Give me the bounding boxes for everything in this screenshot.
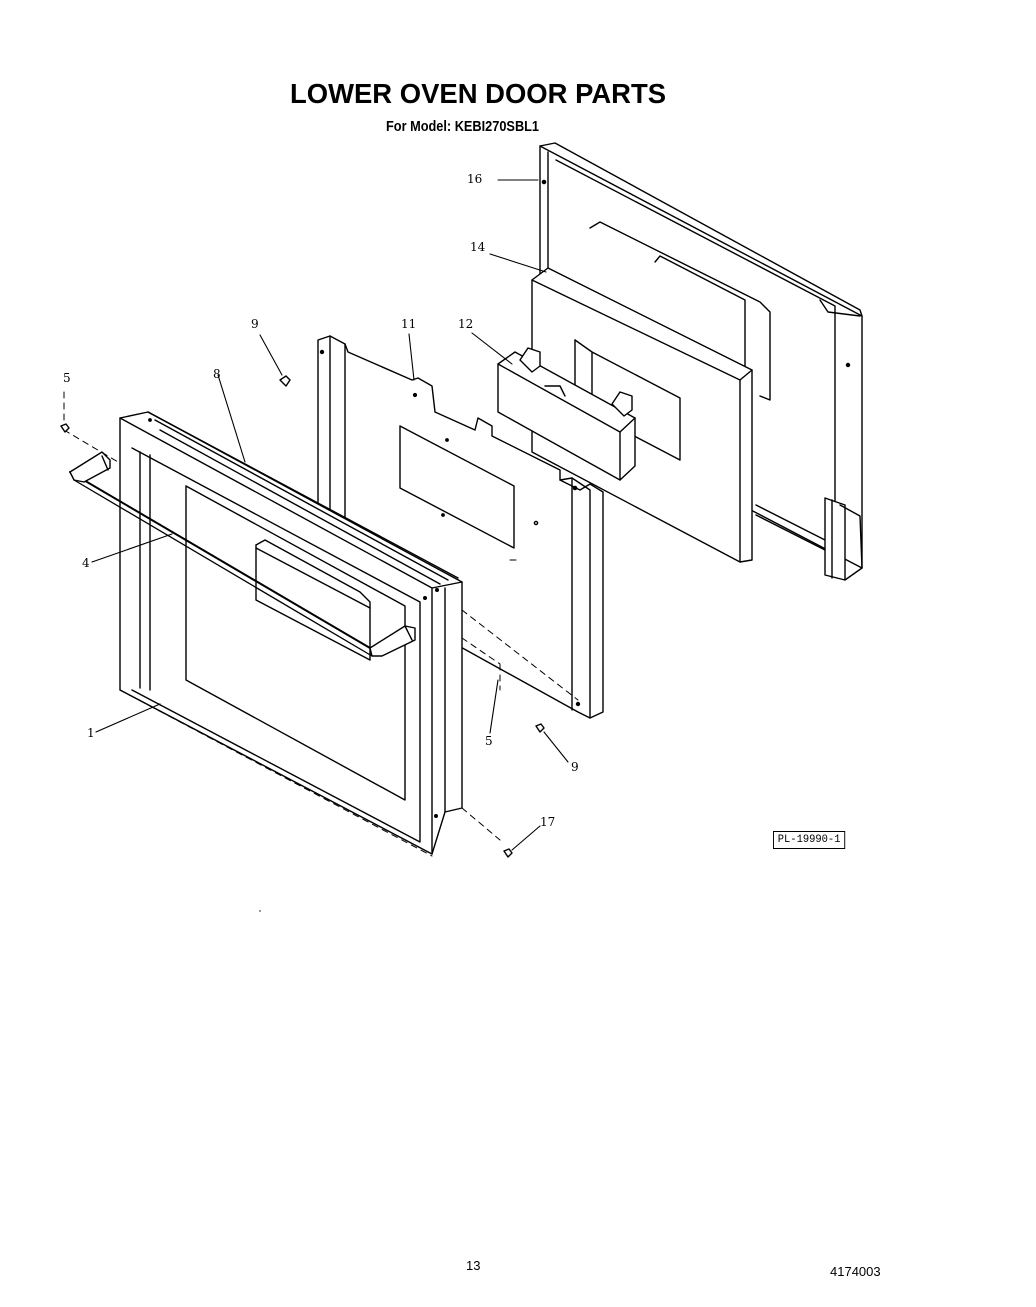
callout-5-left: 5 — [63, 371, 71, 385]
screw-9-lower — [536, 724, 544, 732]
part-1-front-outer-door — [120, 412, 462, 854]
callout-1: 1 — [87, 726, 95, 740]
callout-11: 11 — [401, 317, 417, 331]
page-title: LOWER OVEN DOOR PARTS — [290, 78, 667, 109]
callout-8: 8 — [213, 367, 221, 381]
screw-5-left — [61, 424, 69, 432]
leader-lines — [92, 180, 568, 850]
model-subtitle: For Model: KEBI270SBL1 — [386, 118, 540, 135]
page-number: 13 — [466, 1258, 481, 1273]
assembly-dashed-paths — [64, 392, 578, 856]
callout-4: 4 — [82, 556, 90, 570]
callout-5-right: 5 — [485, 734, 493, 748]
callout-9-lower: 9 — [571, 760, 579, 774]
callout-9-upper: 9 — [251, 317, 259, 331]
part-12-bracket-baffle — [498, 348, 635, 480]
screw-9-upper — [280, 376, 290, 386]
part-4-door-handle — [70, 452, 415, 656]
screw-17 — [504, 849, 512, 857]
callout-12: 12 — [458, 317, 474, 331]
plate-number-label: PL-19990-1 — [773, 831, 846, 849]
callout-17: 17 — [540, 815, 556, 829]
callout-16: 16 — [467, 172, 483, 186]
fasteners — [61, 376, 544, 857]
document-number: 4174003 — [830, 1264, 881, 1279]
callout-14: 14 — [470, 240, 486, 254]
